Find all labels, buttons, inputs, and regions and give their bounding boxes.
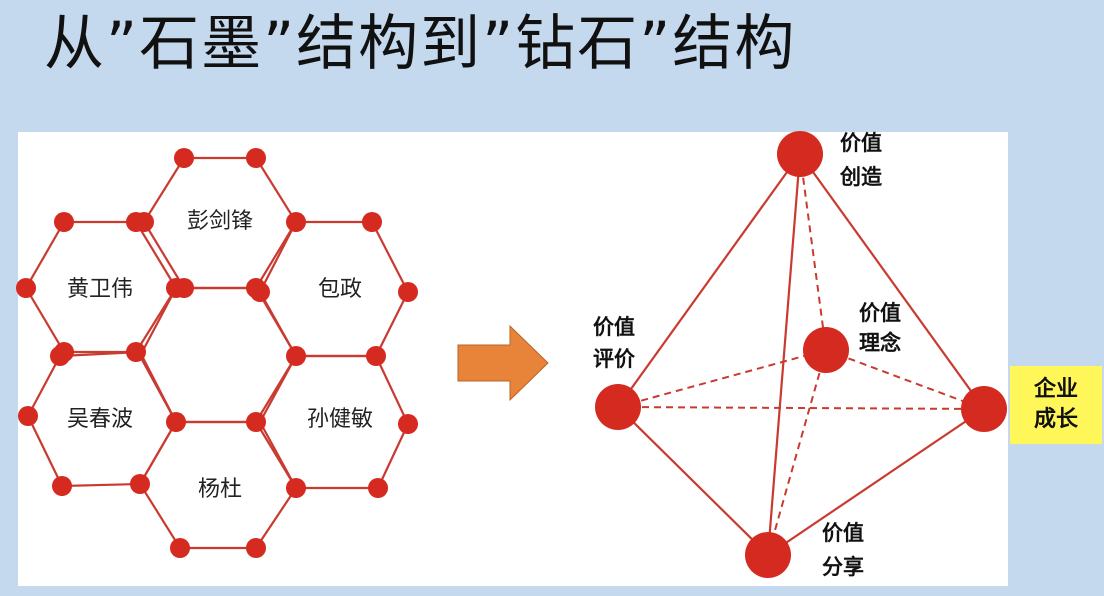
hex-node [166,278,186,298]
diamond-edges [617,153,985,556]
value-sharing-node [745,532,791,578]
hex-node [250,282,270,302]
hexagon-label: 杨杜 [198,477,242,502]
hex-node [16,278,36,298]
value-creation-label: 价值创造 [839,131,883,189]
hex-node [170,538,190,558]
value-creation-node [777,131,823,177]
hex-nodes [16,148,418,558]
hex-node [166,412,186,432]
value-evaluation-label: 价值评价 [593,315,636,371]
hex-node [130,474,150,494]
diamond-edge-solid [617,153,801,408]
value-concept-label: 价值理念 [859,301,901,355]
hexagon-label: 孙健敏 [307,407,373,432]
diamond-edge-solid [617,406,769,556]
diamond-edge-solid [799,153,985,410]
diamond-edge-dashed [799,153,827,351]
hex-node [398,282,418,302]
diamond-edge-solid [767,408,985,556]
value-concept-node [803,327,849,373]
slide-title: 从”石墨”结构到”钻石”结构 [44,9,797,79]
diamond-edge-dashed [617,349,827,408]
enterprise-growth-node [961,386,1007,432]
hex-node [246,412,266,432]
growth-label-line1: 企业 [1033,377,1078,402]
hexagon-label: 彭剑锋 [187,209,253,234]
hex-node [398,414,418,434]
right-arrow-icon [457,324,549,402]
diamond-edge-dashed [825,349,985,410]
hex-node [366,346,386,366]
hex-node [286,346,306,366]
value-sharing-label: 价值分享 [822,521,864,579]
hex-node [286,478,306,498]
hex-node [368,478,388,498]
diamond-edge-dashed [617,406,985,410]
hexagon-label: 吴春波 [67,407,133,432]
hex-node [174,148,194,168]
diamond-edge-solid [766,153,802,556]
hex-node [18,406,38,426]
growth-label-line2: 成长 [1033,407,1078,432]
hex-node [54,212,74,232]
hex-node [286,212,306,232]
hex-node [126,212,146,232]
transition-arrow [457,324,549,402]
hex-node [52,476,72,496]
hexagon-label: 包政 [318,277,362,302]
hex-node [246,538,266,558]
enterprise-growth-box: 企业 成长 [1010,366,1102,444]
hex-node [126,342,146,362]
value-evaluation-node [595,384,641,430]
hex-node [362,212,382,232]
hex-node [246,148,266,168]
hexagon-label: 黄卫伟 [67,277,133,302]
hex-node [50,346,70,366]
